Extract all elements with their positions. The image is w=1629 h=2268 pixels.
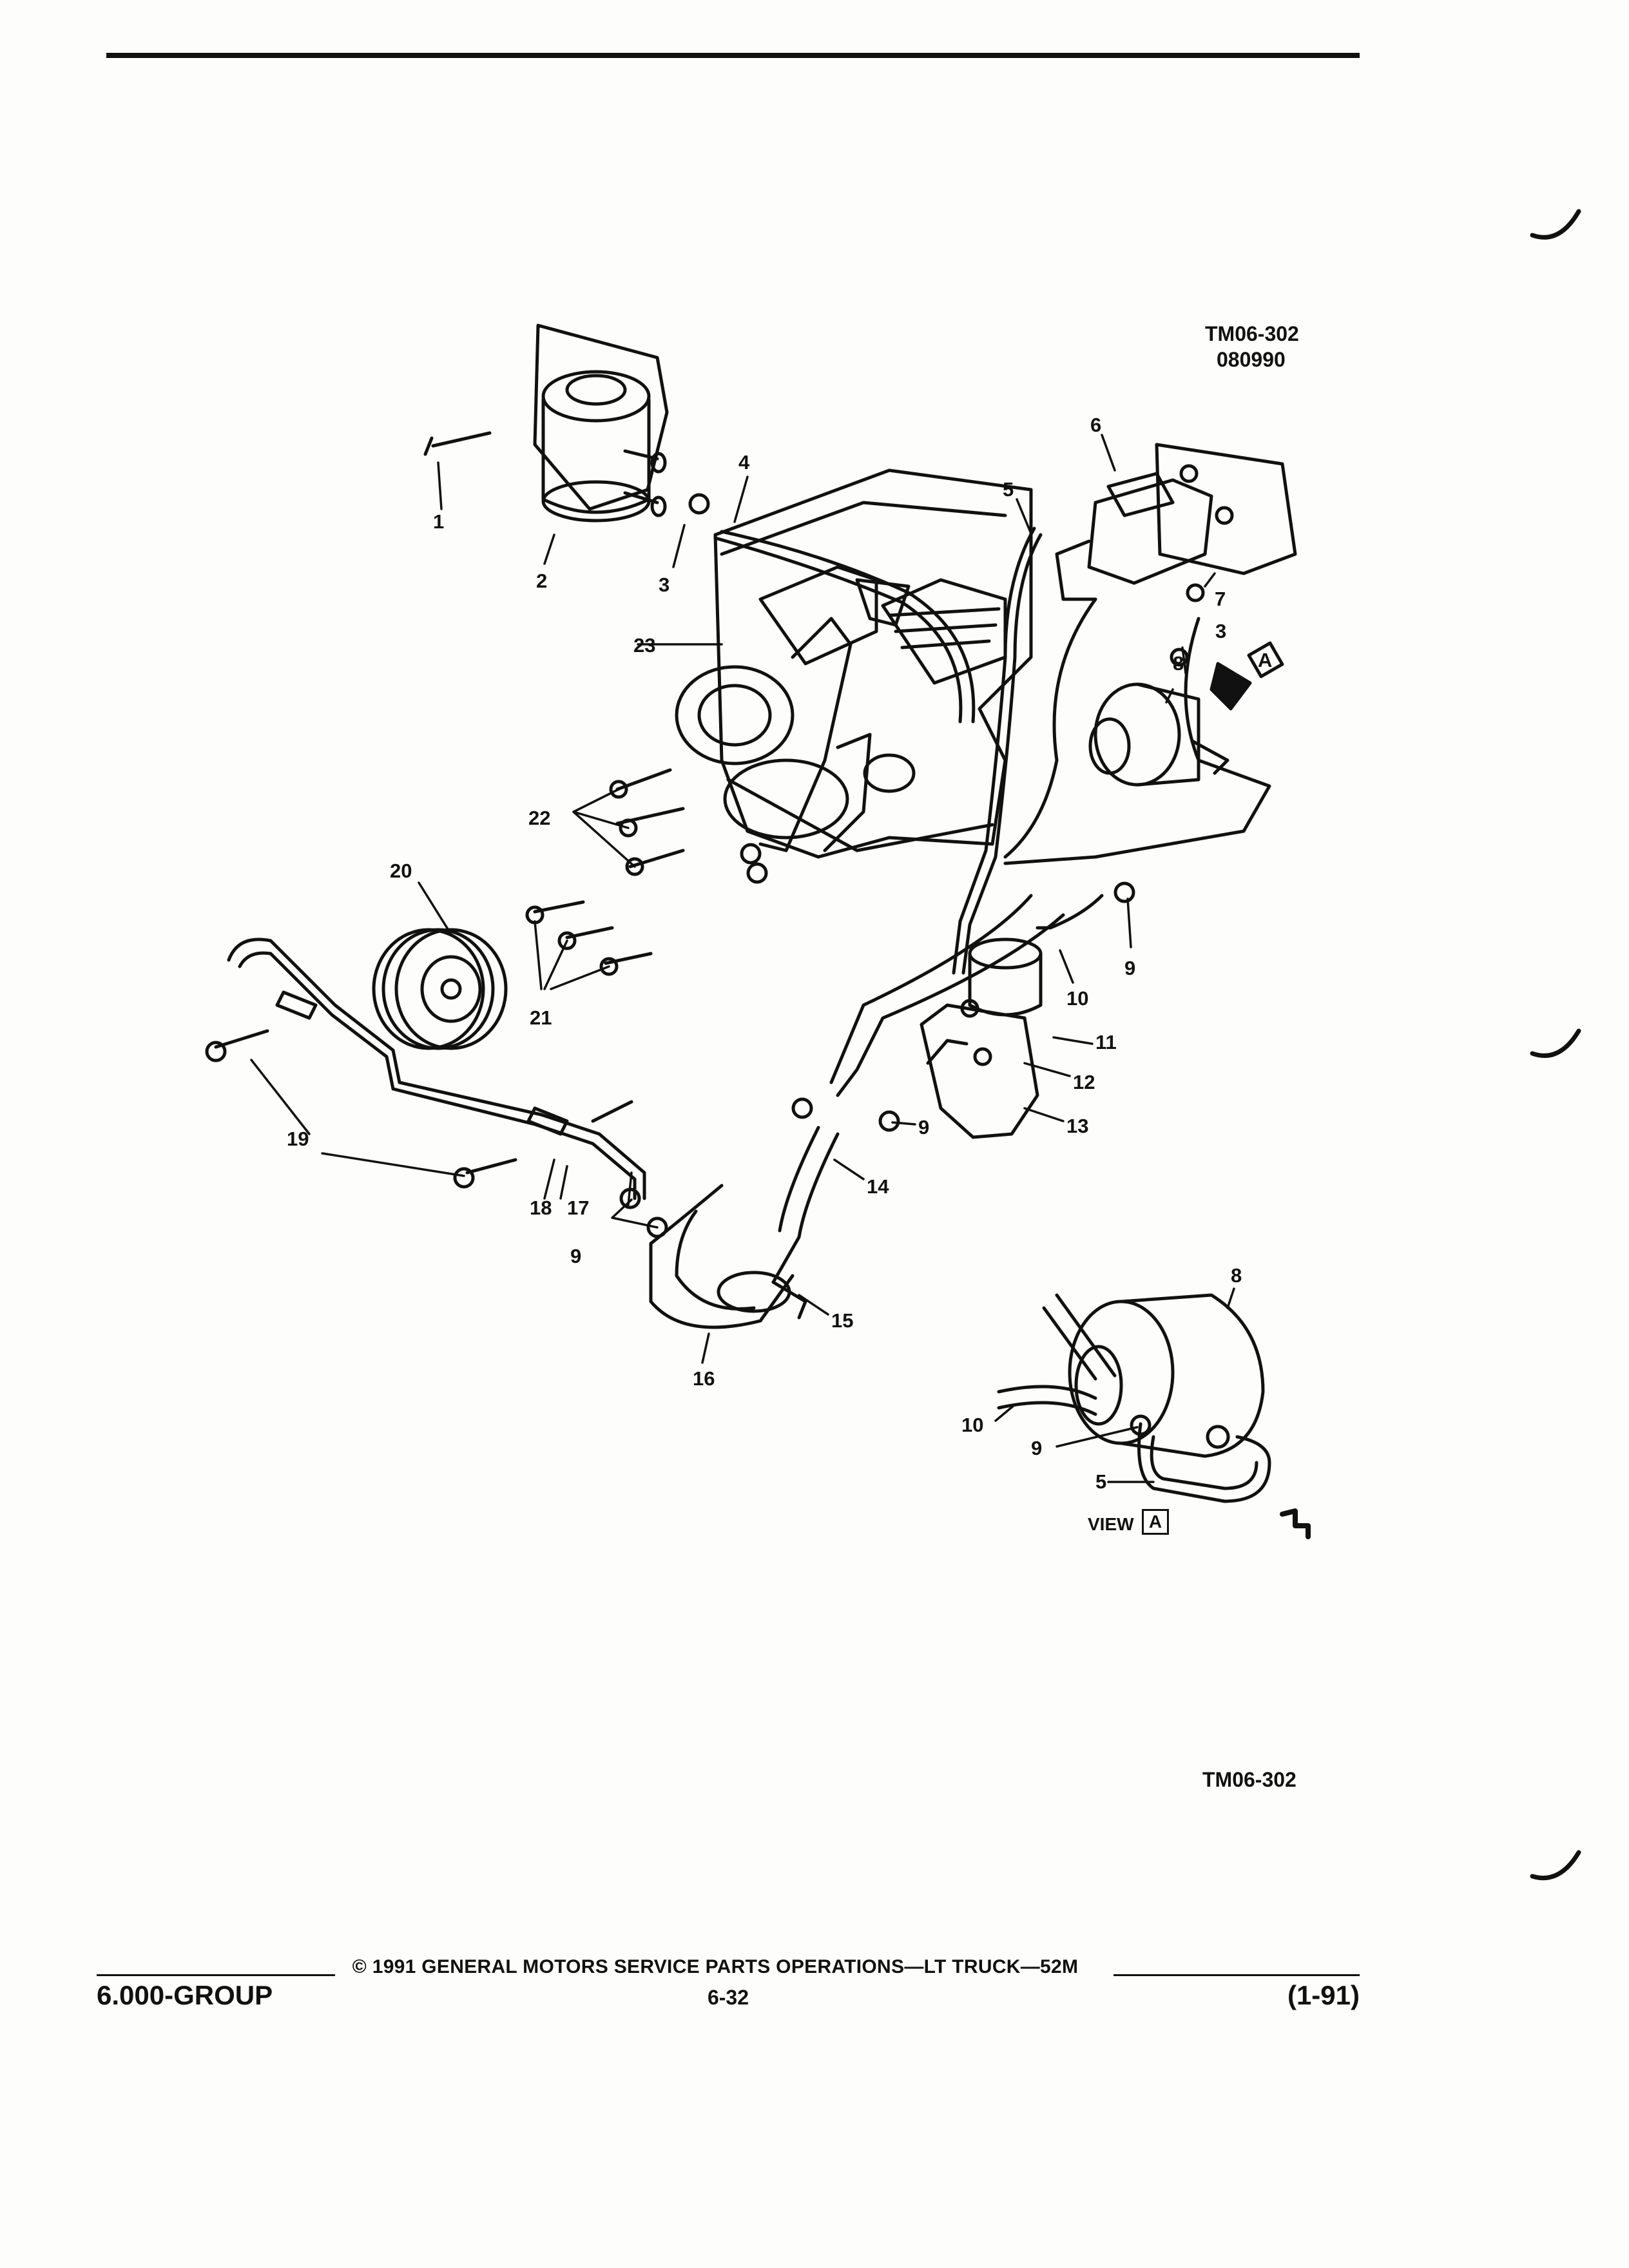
callout-10a: 10 [1066, 987, 1088, 1010]
callout-9b: 9 [918, 1116, 929, 1139]
callout-8a: 8 [1173, 652, 1184, 675]
callout-12: 12 [1073, 1071, 1095, 1093]
callout-2: 2 [536, 570, 547, 592]
arrow-letter-a: A [1258, 649, 1272, 671]
engine-block [713, 468, 1033, 859]
callout-9a: 9 [1124, 957, 1135, 979]
callout-3a: 3 [659, 573, 670, 596]
callout-8b: 8 [1231, 1264, 1242, 1287]
cooler-line [227, 937, 646, 1200]
pump-with-bracket [675, 617, 872, 884]
callout-7: 7 [1215, 588, 1226, 610]
callout-13: 13 [1066, 1115, 1088, 1137]
callout-22: 22 [528, 807, 550, 829]
footer-copyright: © 1991 GENERAL MOTORS SERVICE PARTS OPER… [352, 1956, 1079, 1977]
callout-9c: 9 [570, 1245, 581, 1267]
figure-date-code: 080990 [1217, 348, 1286, 371]
callout-3b: 3 [1215, 620, 1226, 642]
view-a-label: VIEW [1088, 1514, 1134, 1534]
callout-17: 17 [567, 1196, 589, 1219]
steering-gear [1088, 682, 1229, 787]
callout-5b: 5 [1095, 1470, 1106, 1493]
hose-clamp [717, 1271, 807, 1320]
footer-rule-left [97, 1974, 335, 1976]
fasteners [205, 431, 1189, 1238]
callout-10b: 10 [961, 1414, 983, 1436]
footer-date: (1-91) [1287, 1980, 1360, 2010]
callout-4: 4 [738, 451, 750, 474]
view-a-arrow: A [1210, 641, 1284, 711]
pump-pulley [372, 928, 508, 1050]
inline-filter [920, 937, 1043, 1139]
callout-14: 14 [867, 1175, 889, 1198]
figure-code: TM06-302 [1205, 322, 1299, 345]
reservoir-assembly [533, 323, 669, 523]
callout-5a: 5 [1003, 478, 1014, 501]
callout-6: 6 [1090, 414, 1101, 436]
leader-lines [250, 434, 1235, 1483]
callout-1: 1 [433, 510, 444, 533]
view-a-letter: A [1142, 1509, 1169, 1535]
callout-23: 23 [633, 634, 655, 657]
header-rule [106, 53, 1360, 58]
hoses-and-lines [649, 526, 1271, 1329]
callout-15: 15 [831, 1309, 853, 1332]
callout-20: 20 [390, 860, 412, 882]
footer-group: 6.000-GROUP [97, 1980, 273, 2010]
footer-rule-right [1113, 1974, 1360, 1976]
callout-9d: 9 [1031, 1437, 1042, 1459]
page-marks [1280, 209, 1581, 1881]
callout-19: 19 [287, 1128, 309, 1150]
figure-code-bottom: TM06-302 [1202, 1768, 1296, 1791]
callout-numbers: 1 2 3 4 5 6 7 3 8 23 22 20 21 9 10 11 12… [287, 414, 1242, 1493]
callout-11: 11 [1095, 1031, 1117, 1053]
callout-18: 18 [530, 1196, 552, 1219]
callout-16: 16 [693, 1367, 715, 1390]
master-cylinder-assembly [1055, 443, 1297, 602]
footer-page-number: 6-32 [707, 1986, 749, 2009]
view-a-detail [997, 1293, 1271, 1503]
callout-21: 21 [530, 1006, 552, 1029]
